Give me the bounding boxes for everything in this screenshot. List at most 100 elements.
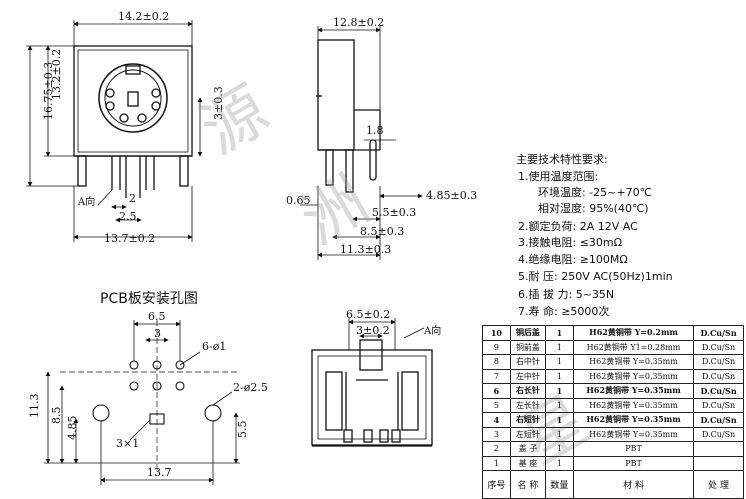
bom-cell-material: H62黄铜带 Y=0.2mm <box>572 325 695 341</box>
bom-cell-material: H62黄铜带 Y=0.35mm <box>572 412 695 428</box>
bom-cell-name: 左短针 <box>509 426 547 442</box>
spec-line: 2.额定负荷: 2A 12V AC <box>518 220 638 233</box>
bom-header-row: 序号名 称数量材 料处 理 <box>482 470 744 499</box>
a-view-leg <box>391 429 401 443</box>
socket-inner <box>104 69 162 127</box>
bom-cell-qty: 1 <box>545 339 574 355</box>
pin-hole <box>151 88 161 98</box>
pcb-hole-small <box>152 360 162 370</box>
a-view-label: A向 <box>423 324 441 337</box>
pcb-d-mid: 3 <box>154 327 161 340</box>
side-d2: 8.5±0.3 <box>360 225 404 238</box>
pcb-hole-large <box>204 404 222 422</box>
bom-header-finish: 处 理 <box>693 470 744 499</box>
bom-cell-qty: 1 <box>545 368 574 384</box>
side-d1: 5.5±0.3 <box>372 206 416 219</box>
bom-cell-name: 右长针 <box>509 383 547 399</box>
bom-cell-name: 右中针 <box>509 354 547 370</box>
spec-line: 4.绝缘电阻: ≥100MΩ <box>518 253 628 266</box>
bom-cell-finish <box>693 441 744 457</box>
socket-outer <box>98 63 168 133</box>
front-leg-left <box>77 155 87 187</box>
side-body <box>317 39 355 151</box>
front-view <box>73 45 193 198</box>
bom-header-name: 名 称 <box>509 470 547 499</box>
side-leg <box>325 149 334 186</box>
spec-line: 3.接触电阻: ≤30mΩ <box>518 236 623 249</box>
pcb-hole-small-label: 6-ø1 <box>202 340 226 353</box>
spec-line: 相对湿度: 95%(40℃) <box>538 202 649 215</box>
bom-cell-qty: 1 <box>545 412 574 428</box>
center-key <box>127 91 139 107</box>
front-pin-dim: 2 <box>129 192 136 205</box>
pcb-hole-small <box>152 381 162 391</box>
front-center-dim: 3±0.3 <box>212 86 225 120</box>
bom-cell-no: 6 <box>482 383 511 399</box>
bom-cell-qty: 1 <box>545 325 574 341</box>
bom-cell-name: 基 座 <box>509 455 547 471</box>
spec-line: 5.耐 压: 250V AC(50Hz)1min <box>518 270 673 283</box>
side-leg <box>345 149 354 193</box>
key-slot <box>125 65 141 75</box>
bom-cell-material: PBT <box>572 441 695 457</box>
a-view-pin-left <box>325 371 343 431</box>
bom-cell-finish: D.Cu/Sn <box>693 354 744 370</box>
side-width-dim: 12.8±0.2 <box>333 16 384 29</box>
pcb-title: PCB板安装孔图 <box>100 291 198 307</box>
bom-cell-finish: D.Cu/Sn <box>693 368 744 384</box>
bom-cell-finish: D.Cu/Sn <box>693 339 744 355</box>
bom-header-no: 序号 <box>482 470 511 499</box>
specs-title: 主要技术特性要求: <box>516 153 608 166</box>
bom-cell-name: 右短针 <box>509 412 547 428</box>
front-inner-height-dim: 13.2±0.2 <box>50 49 63 100</box>
a-view-d2: 3±0.2 <box>356 324 390 337</box>
a-view-tab <box>359 339 383 371</box>
pin-hole <box>105 88 115 98</box>
spec-line: 7.寿 命: ≥5000次 <box>518 305 610 318</box>
pin-hole <box>119 113 129 123</box>
pin-hole <box>105 101 115 111</box>
bom-cell-finish: D.Cu/Sn <box>693 412 744 428</box>
bom-cell-name: 铜后盖 <box>509 325 547 341</box>
bom-cell-finish: D.Cu/Sn <box>693 325 744 341</box>
a-view-pin-right <box>401 371 419 431</box>
a-view-dimensions <box>348 318 425 350</box>
side-dimensions <box>300 26 423 260</box>
side-offset-dim: 0.65 <box>286 194 311 207</box>
bom-cell-finish: D.Cu/Sn <box>693 397 744 413</box>
spec-line: 6.插 拔 力: 5~35N <box>518 288 615 301</box>
pcb-hole-big-label: 2-ø2.5 <box>233 381 268 394</box>
bom-cell-no: 8 <box>482 354 511 370</box>
bom-cell-name: 左长针 <box>509 397 547 413</box>
front-width-dim: 14.2±0.2 <box>118 10 169 23</box>
bom-cell-qty: 1 <box>545 383 574 399</box>
bom-cell-material: H62黄铜带 Y=0.35mm <box>572 354 695 370</box>
side-pin <box>369 139 377 181</box>
side-d3: 11.3±0.3 <box>340 243 391 256</box>
spec-line: 环境温度: -25~+70℃ <box>538 186 652 199</box>
bom-cell-finish <box>693 455 744 471</box>
bom-header-qty: 数量 <box>545 470 574 499</box>
pin-hole <box>137 113 147 123</box>
a-view <box>311 339 433 447</box>
bom-cell-qty: 1 <box>545 441 574 457</box>
front-direction-label: A向 <box>77 195 95 208</box>
a-view-body <box>311 349 433 446</box>
bom-cell-material: PBT <box>572 455 695 471</box>
bom-cell-no: 2 <box>482 441 511 457</box>
bom-cell-no: 10 <box>482 325 511 341</box>
bom-cell-material: H62黄铜带 Y=0.35mm <box>572 397 695 413</box>
pcb-slot-label: 3×1 <box>116 437 139 450</box>
pcb-hole-small <box>129 381 139 391</box>
bom-cell-no: 3 <box>482 426 511 442</box>
a-view-leg <box>343 429 353 443</box>
spec-line: 1.使用温度范围: <box>518 170 599 183</box>
side-pin-dim: 1.8 <box>366 124 384 137</box>
pcb-d-left2: 8.5 <box>50 407 63 425</box>
front-dimensions <box>26 20 203 242</box>
